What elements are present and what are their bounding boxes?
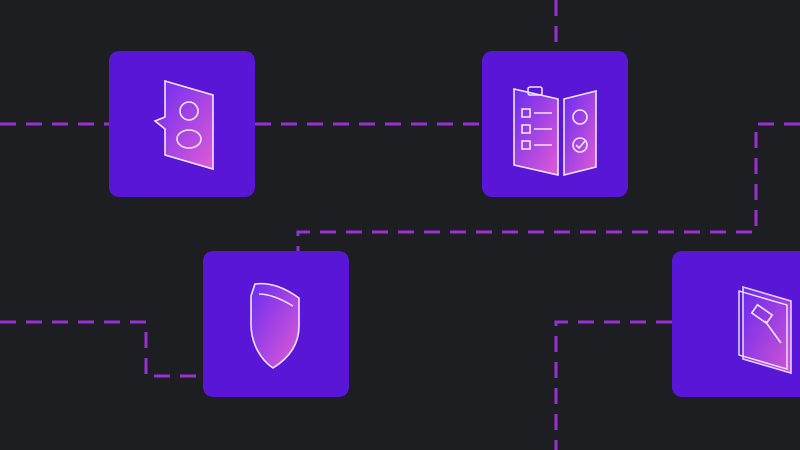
checklist-clipboard-icon <box>513 86 597 177</box>
gavel-icon <box>738 285 792 375</box>
shield-icon <box>250 282 300 369</box>
tile-gavel <box>672 251 800 397</box>
connector-left-to-shield <box>0 320 203 378</box>
connector-gavel-branch <box>554 320 672 450</box>
tile-shield <box>203 251 349 397</box>
connector-right-route <box>296 122 800 252</box>
tile-checklist <box>482 51 628 197</box>
tile-profile <box>109 51 255 197</box>
user-profile-chat-icon <box>153 79 214 171</box>
